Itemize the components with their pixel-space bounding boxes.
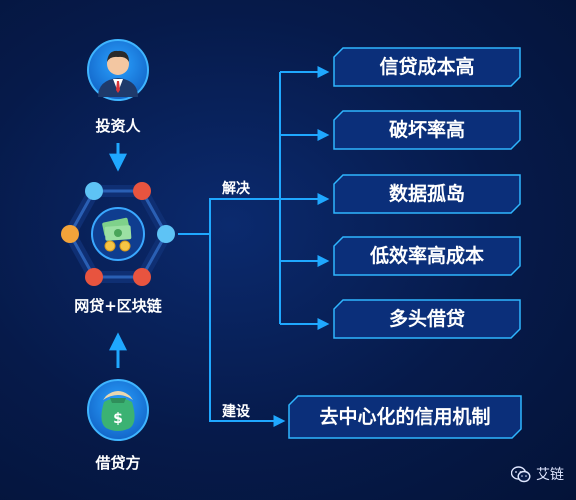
problem-box: 低效率高成本 — [333, 236, 521, 276]
businessman-icon — [98, 50, 138, 97]
problem-box-label: 信贷成本高 — [379, 56, 475, 78]
build-label: 建设 — [222, 404, 250, 420]
build-branch-line — [209, 234, 286, 427]
svg-text:$: $ — [113, 411, 123, 427]
network-node — [133, 182, 151, 200]
problem-box: 多头借贷 — [333, 299, 521, 339]
network-node — [61, 225, 79, 243]
watermark-text: 艾链 — [536, 467, 564, 483]
problem-box-label: 低效率高成本 — [369, 245, 484, 267]
money-stack-icon — [102, 217, 132, 252]
problem-box: 数据孤岛 — [333, 174, 521, 214]
problem-box-label: 破坏率高 — [388, 119, 465, 141]
platform-label: 网贷+区块链 — [74, 297, 162, 315]
network-node — [85, 268, 103, 286]
solve-branch-line — [209, 198, 283, 234]
solution-box-label: 去中心化的信用机制 — [319, 406, 491, 428]
network-node — [157, 225, 175, 243]
solve-label: 解决 — [222, 181, 250, 197]
solution-box: 去中心化的信用机制 — [288, 395, 522, 439]
borrower-node: $ — [87, 379, 149, 441]
problem-box-label: 数据孤岛 — [388, 183, 465, 205]
network-node — [85, 182, 103, 200]
watermark: 艾链 — [511, 464, 564, 484]
network-node — [133, 268, 151, 286]
borrower-label: 借贷方 — [95, 454, 141, 472]
problem-box: 破坏率高 — [333, 110, 521, 150]
problem-box-label: 多头借贷 — [388, 308, 465, 330]
money-bag-icon: $ — [101, 391, 135, 431]
wechat-icon — [511, 465, 531, 482]
investor-node — [87, 39, 149, 101]
platform-network — [61, 182, 175, 286]
problem-box: 信贷成本高 — [333, 47, 521, 87]
investor-label: 投资人 — [95, 117, 141, 135]
